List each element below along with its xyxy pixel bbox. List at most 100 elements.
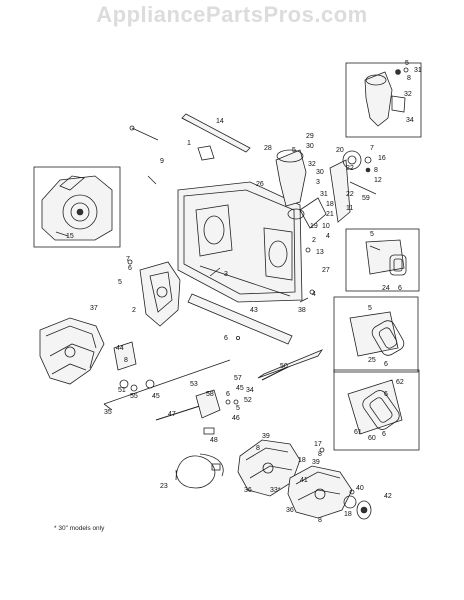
label-18b: 18	[298, 457, 306, 464]
label-49: 45	[236, 385, 244, 392]
auger-right	[237, 439, 353, 519]
label-38: 38	[298, 307, 306, 314]
label-44: 44	[116, 345, 124, 352]
label-59: 59	[362, 195, 370, 202]
label-62: 62	[396, 379, 404, 386]
label-6-skidb: 6	[384, 361, 388, 368]
label-61: 61	[354, 429, 362, 436]
label-36b: 36	[286, 507, 294, 514]
label-30b: 30	[316, 169, 324, 176]
label-5-skidb: 5	[368, 305, 372, 312]
label-7b: 7	[126, 256, 130, 263]
label-18c: 18	[344, 511, 352, 518]
label-6a: 6	[128, 265, 132, 272]
label-6c: 6	[226, 391, 230, 398]
label-43: 43	[250, 307, 258, 314]
label-5c: 5	[236, 405, 240, 412]
label-40: 40	[356, 485, 364, 492]
inset-impeller-detail	[33, 166, 121, 248]
label-60: 60	[368, 435, 376, 442]
auger-housing	[177, 181, 303, 303]
label-27: 27	[322, 267, 330, 274]
label-5b: 5	[118, 279, 122, 286]
impeller-shaft	[257, 349, 324, 381]
label-35: 35	[104, 409, 112, 416]
label-1: 1	[187, 140, 191, 147]
label-8b: 8	[124, 357, 128, 364]
heater-cable	[175, 453, 224, 489]
label-39a: 39	[262, 433, 270, 440]
label-13: 13	[316, 249, 324, 256]
label-23: 23	[160, 483, 168, 490]
inset-skid-b	[333, 296, 419, 373]
label-22a: 22	[346, 165, 354, 172]
label-32-inset: 32	[404, 91, 412, 98]
label-28: 28	[264, 145, 272, 152]
bracket-1	[197, 145, 215, 161]
inset-skid-c	[333, 369, 420, 451]
label-20: 20	[336, 147, 344, 154]
label-33: 33*	[270, 487, 281, 494]
label-58: 58	[206, 391, 214, 398]
label-45: 45	[152, 393, 160, 400]
label-9: 9	[160, 158, 164, 165]
label-36a: 36	[244, 487, 252, 494]
auger-shaft	[155, 389, 221, 435]
label-16: 16	[378, 155, 386, 162]
auger-left	[39, 317, 105, 385]
label-24: 24	[382, 285, 390, 292]
auger-hub	[343, 495, 372, 520]
label-18a: 18	[326, 201, 334, 208]
label-26: 26	[256, 181, 264, 188]
inset-skid-a	[345, 228, 420, 292]
label-8-inset: 8	[407, 75, 411, 82]
discharge-chute	[275, 149, 327, 229]
leader-lines	[103, 175, 381, 411]
label-14: 14	[216, 118, 224, 125]
label-48: 48	[210, 437, 218, 444]
label-31-inset: 31	[414, 67, 422, 74]
drive-rod	[181, 113, 251, 153]
inset-chute-detail	[345, 62, 422, 138]
label-51: 51	[118, 387, 126, 394]
label-46: 46	[232, 415, 240, 422]
label-2a: 2	[312, 237, 316, 244]
watermark: AppliancePartsPros.com	[96, 2, 368, 27]
label-47: 47	[168, 411, 176, 418]
label-55: 55	[130, 393, 138, 400]
cross-bar	[187, 293, 293, 345]
label-17: 17	[314, 441, 322, 448]
label-32a: 32	[308, 161, 316, 168]
label-50: 50	[280, 363, 288, 370]
label-8a: 8	[374, 167, 378, 174]
label-42: 42	[384, 493, 392, 500]
label-19: 19	[310, 223, 318, 230]
label-6-skidc: 6	[384, 391, 388, 398]
hardware	[127, 247, 355, 495]
label-4b: 4	[312, 291, 316, 298]
label-30: 30	[306, 143, 314, 150]
label-15: 15	[66, 233, 74, 240]
label-4a: 4	[326, 233, 330, 240]
label-53: 53	[190, 381, 198, 388]
crank-bracket	[329, 150, 377, 223]
impeller	[139, 261, 181, 327]
label-6b: 6	[224, 335, 228, 342]
label-7a: 7	[370, 145, 374, 152]
gearbox	[113, 341, 155, 392]
label-5a: 5	[292, 147, 296, 154]
label-6-skidc2: 6	[382, 431, 386, 438]
label-22b: 22	[346, 191, 354, 198]
label-34b: 34	[246, 387, 254, 394]
label-37: 37	[90, 305, 98, 312]
label-3b: 3	[224, 271, 228, 278]
label-39b: 39	[312, 459, 320, 466]
label-6-skida: 6	[398, 285, 402, 292]
label-11: 11	[346, 205, 353, 212]
label-25: 25	[368, 357, 376, 364]
pin-9	[129, 125, 159, 141]
label-10: 10	[322, 223, 330, 230]
footnote: * 30" models only	[54, 525, 105, 532]
label-34: 34	[406, 117, 414, 124]
